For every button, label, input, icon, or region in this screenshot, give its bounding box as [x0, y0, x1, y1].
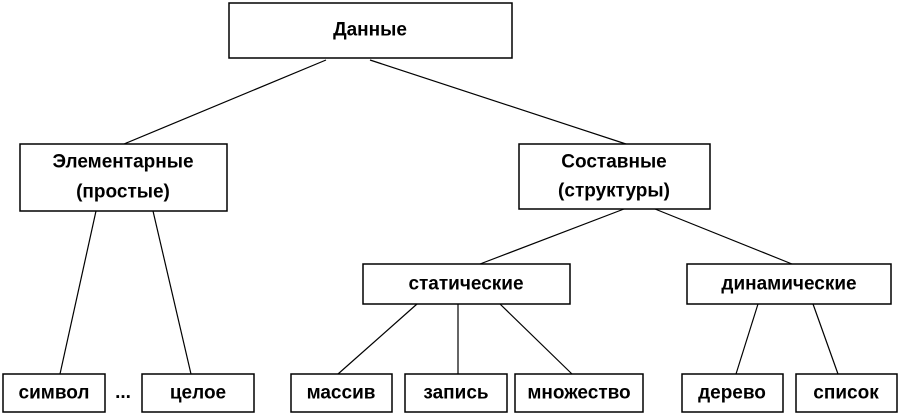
node-array-box	[290, 373, 393, 413]
node-data-label: Данные	[333, 20, 407, 41]
node-integer: целое	[141, 373, 255, 413]
node-symbol-label: символ	[19, 383, 90, 404]
node-symbol: символ	[2, 373, 106, 413]
node-list-label: список	[813, 383, 879, 404]
node-composite-line2: (структуры)	[558, 181, 670, 202]
node-data-box	[228, 2, 513, 59]
node-elementary: Элементарные (простые)	[19, 143, 228, 212]
node-elementary-line2: (простые)	[76, 182, 170, 203]
node-list-box	[795, 373, 898, 413]
edge-composite-dynamic	[654, 208, 793, 265]
edge-composite-static	[479, 208, 625, 265]
node-tree-box	[681, 373, 784, 413]
node-integer-label: целое	[170, 383, 226, 404]
node-composite-line1: Составные	[561, 152, 666, 173]
node-dynamic-box	[686, 263, 892, 305]
node-static-box	[362, 263, 571, 305]
edge-static-array	[337, 303, 418, 375]
node-elementary-line1: Элементарные	[52, 152, 193, 173]
node-tree-label: дерево	[698, 383, 766, 404]
edge-static-set	[499, 303, 573, 375]
node-symbol-box	[2, 373, 106, 413]
node-dynamic-label: динамические	[721, 274, 856, 295]
node-static: статические	[362, 263, 571, 305]
ellipsis-label: ...	[115, 382, 131, 403]
edge-data-elementary	[123, 59, 327, 145]
edge-dynamic-tree	[735, 303, 759, 375]
node-record: запись	[404, 373, 508, 413]
edges	[59, 59, 839, 375]
edge-data-composite	[369, 59, 627, 145]
edge-elementary-symbol	[59, 210, 97, 375]
node-composite: Составные (структуры)	[518, 143, 711, 210]
edge-elementary-integer	[152, 210, 192, 375]
node-integer-box	[141, 373, 255, 413]
node-array-label: массив	[307, 383, 376, 404]
node-array: массив	[290, 373, 393, 413]
node-set-box	[514, 373, 644, 413]
node-data: Данные	[228, 2, 513, 59]
node-set: множество	[514, 373, 644, 413]
edge-dynamic-list	[812, 303, 839, 375]
node-set-label: множество	[527, 383, 630, 404]
node-record-label: запись	[423, 383, 488, 404]
node-tree: дерево	[681, 373, 784, 413]
node-composite-box	[518, 143, 711, 210]
node-record-box	[404, 373, 508, 413]
node-dynamic: динамические	[686, 263, 892, 305]
node-elementary-box	[19, 143, 228, 212]
node-list: список	[795, 373, 898, 413]
node-static-label: статические	[408, 274, 523, 295]
